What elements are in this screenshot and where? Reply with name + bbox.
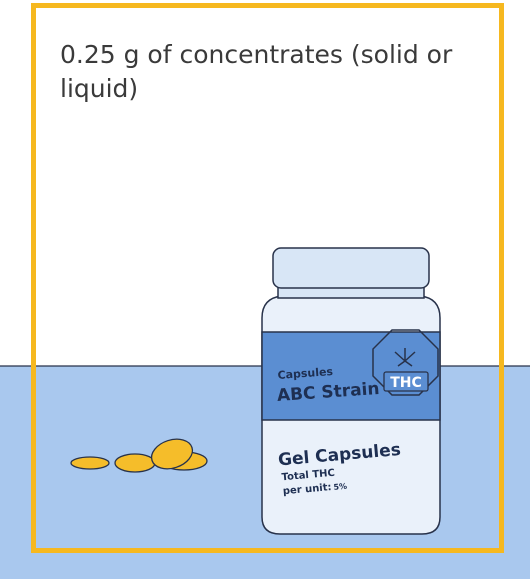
detail-value: 5% xyxy=(333,482,347,492)
label-top-text: Capsules xyxy=(277,365,334,382)
capsule xyxy=(70,456,110,470)
bottle-cap xyxy=(272,247,430,289)
pill-bottle xyxy=(261,247,441,535)
detail-line-2: per unit:5% xyxy=(282,481,347,498)
highlight-frame xyxy=(31,3,504,553)
detail-label: per unit: xyxy=(282,482,332,497)
capsule xyxy=(150,438,194,470)
cannabis-thc-symbol-icon: THC xyxy=(372,329,439,396)
detail-line-1: Total THC xyxy=(281,468,335,484)
caption-text: 0.25 g of concentrates (solid or liquid) xyxy=(60,40,453,103)
thc-symbol-text: THC xyxy=(390,375,422,391)
capsules xyxy=(70,438,208,473)
